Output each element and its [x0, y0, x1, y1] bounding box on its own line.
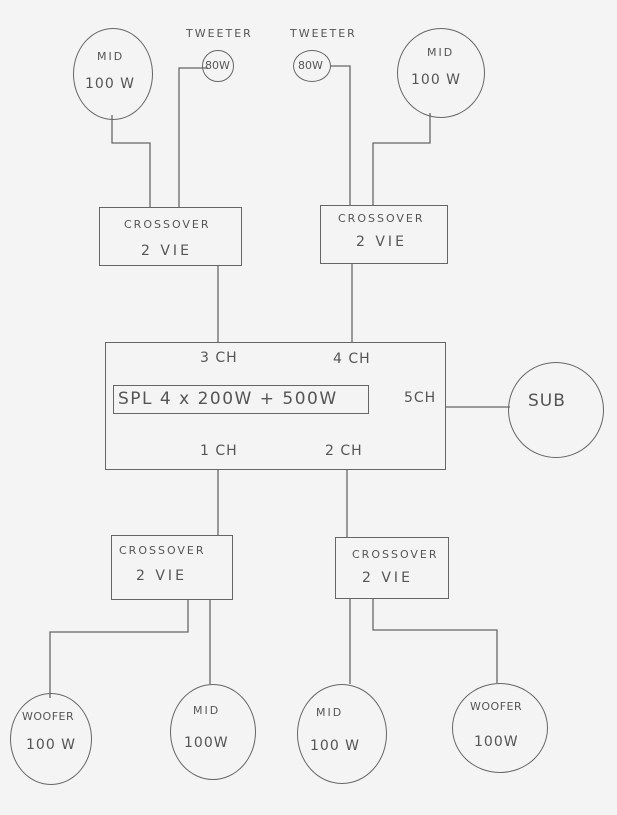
- crossover-ways: 2 VIE: [141, 243, 192, 259]
- wire-mid-top-right: [372, 113, 431, 205]
- wire-tweeter-left: [178, 67, 208, 207]
- amplifier: [105, 342, 446, 470]
- speaker-power: 100 W: [26, 737, 77, 753]
- speaker-power: 100W: [474, 734, 519, 750]
- speaker-label: MID: [193, 704, 221, 717]
- speaker-mid-bottom-right: [297, 684, 387, 784]
- speaker-label: MID: [97, 50, 125, 63]
- speaker-power: 100 W: [85, 76, 136, 92]
- speaker-sub: [508, 362, 604, 458]
- amp-channel-5: 5CH: [404, 390, 437, 406]
- speaker-tweeter-right: [293, 50, 331, 82]
- wire-woofer-bottom-right: [372, 599, 498, 683]
- speaker-label: MID: [427, 46, 455, 59]
- crossover-title: CROSSOVER: [119, 544, 206, 557]
- speaker-label: WOOFER: [470, 700, 523, 713]
- amplifier-model: SPL 4 x 200W + 500W: [118, 389, 338, 409]
- crossover-bottom-right: [335, 537, 449, 599]
- wire-tweeter-right: [330, 65, 351, 205]
- amp-channel-1: 1 CH: [200, 443, 238, 459]
- amp-channel-4: 4 CH: [333, 351, 371, 367]
- crossover-bottom-left: [111, 535, 233, 600]
- speaker-power: 80W: [205, 59, 230, 72]
- speaker-label: SUB: [528, 391, 566, 411]
- crossover-ways: 2 VIE: [362, 570, 413, 586]
- speaker-tweeter-left: [202, 50, 234, 82]
- speaker-power: 100 W: [411, 72, 462, 88]
- crossover-top-right: [320, 205, 448, 264]
- speaker-mid-top-right: [397, 28, 485, 118]
- wire-mid-top-left: [111, 115, 151, 207]
- speaker-mid-bottom-left: [170, 684, 256, 780]
- speaker-label: MID: [316, 706, 344, 719]
- amp-channel-2: 2 CH: [325, 443, 363, 459]
- crossover-title: CROSSOVER: [352, 548, 439, 561]
- wire-woofer-bottom-left: [49, 600, 189, 698]
- speaker-power: 80W: [298, 59, 323, 72]
- amp-channel-3: 3 CH: [200, 350, 238, 366]
- speaker-woofer-bottom-right: [452, 683, 548, 773]
- speaker-label: WOOFER: [22, 710, 75, 723]
- crossover-title: CROSSOVER: [338, 212, 425, 225]
- speaker-power: 100W: [184, 735, 229, 751]
- speaker-power: 100 W: [310, 738, 361, 754]
- crossover-ways: 2 VIE: [356, 234, 407, 250]
- speaker-label: TWEETER: [186, 27, 253, 40]
- speaker-woofer-bottom-left: [10, 693, 92, 785]
- crossover-ways: 2 VIE: [136, 568, 187, 584]
- crossover-top-left: [99, 207, 242, 266]
- speaker-mid-top-left: [73, 28, 153, 120]
- crossover-title: CROSSOVER: [124, 218, 211, 231]
- speaker-label: TWEETER: [290, 27, 357, 40]
- amplifier-model-box: [113, 385, 369, 414]
